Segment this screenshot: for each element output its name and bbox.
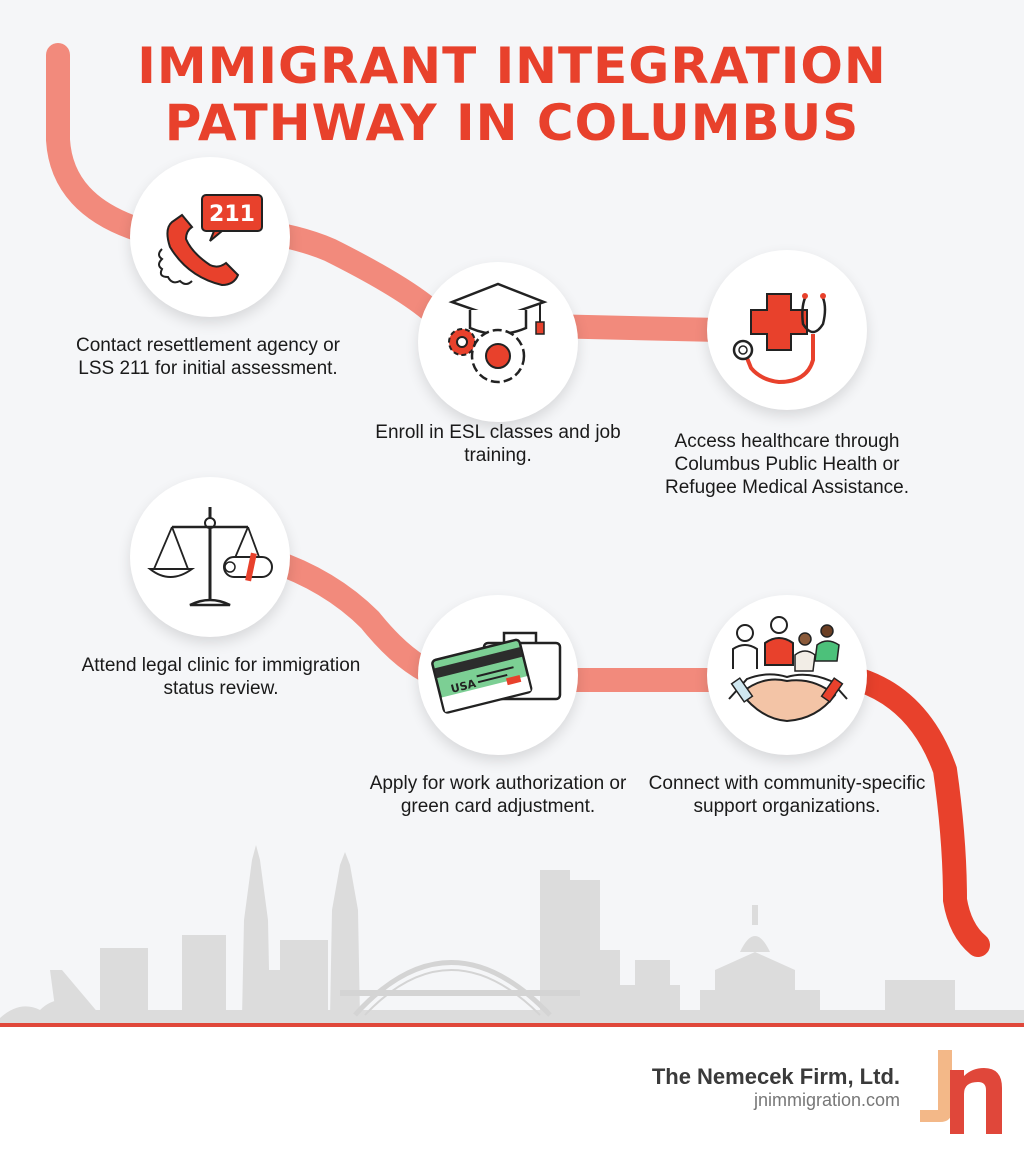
step-4-circle xyxy=(130,477,290,637)
step-3-circle xyxy=(707,250,867,410)
svg-text:USA: USA xyxy=(449,677,477,696)
svg-text:211: 211 xyxy=(209,202,255,227)
page-title-line2: PATHWAY IN COLUMBUS xyxy=(164,94,860,152)
step-2-circle xyxy=(418,262,578,422)
footer xyxy=(0,1027,1024,1154)
medical-cross-stethoscope-icon xyxy=(732,293,827,385)
step-6-text: Connect with community-specific support … xyxy=(648,773,926,817)
step-6-circle xyxy=(707,595,867,755)
firm-logo xyxy=(920,1050,1002,1134)
footer-divider xyxy=(0,1023,1024,1027)
firm-website-link[interactable]: jnimmigration.com xyxy=(753,1090,900,1110)
community-handshake-icon xyxy=(728,616,848,723)
columbus-skyline-illustration xyxy=(0,845,1024,1025)
step-4-text: Attend legal clinic for immigration stat… xyxy=(81,655,361,699)
step-5-circle: USA xyxy=(418,595,578,755)
graduation-cap-gears-icon xyxy=(448,282,548,384)
phone-211-icon: 211 xyxy=(158,194,263,287)
step-1-text: Contact resettlement agency or LSS 211 f… xyxy=(75,335,341,379)
firm-name: The Nemecek Firm, Ltd. xyxy=(651,1064,900,1089)
step-2-text: Enroll in ESL classes and job training. xyxy=(375,422,621,466)
step-5-text: Apply for work authorization or green ca… xyxy=(369,773,627,817)
scales-of-justice-icon xyxy=(147,507,273,607)
step-3-text: Access healthcare through Columbus Publi… xyxy=(665,431,909,498)
green-card-briefcase-icon: USA xyxy=(431,631,562,714)
step-1-circle: 211 xyxy=(130,157,290,317)
page-title-line1: IMMIGRANT INTEGRATION xyxy=(137,37,887,95)
